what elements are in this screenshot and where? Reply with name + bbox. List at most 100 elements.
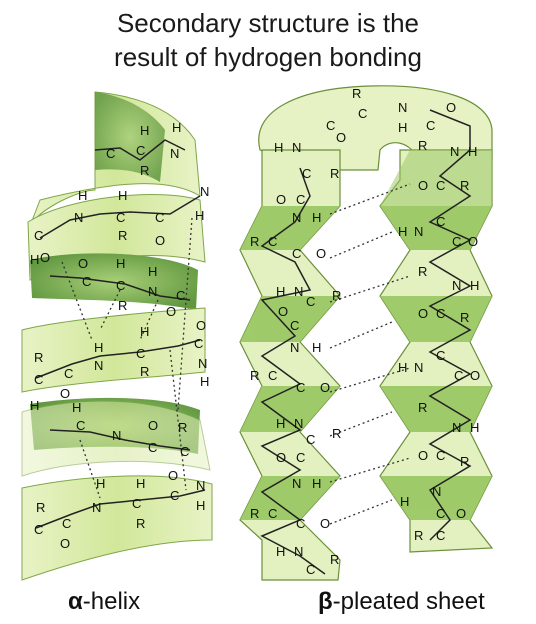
atom-label: R: [140, 364, 149, 379]
atom-label: H: [470, 278, 479, 293]
atom-label: O: [456, 506, 466, 521]
atom-label: C: [306, 562, 315, 577]
atom-label: R: [330, 552, 339, 567]
atom-label: N: [294, 284, 303, 299]
atom-label: C: [436, 178, 445, 193]
atom-label: H: [276, 544, 285, 559]
atom-label: R: [460, 178, 469, 193]
helix-backbone-6: [35, 489, 206, 529]
atom-label: O: [418, 178, 428, 193]
atom-label: C: [292, 246, 301, 261]
atom-label: C: [436, 506, 445, 521]
atom-label: O: [276, 192, 286, 207]
atom-label: H: [274, 140, 283, 155]
atom-label: N: [74, 210, 83, 225]
atom-label: H: [398, 224, 407, 239]
beta-symbol: β: [318, 588, 333, 615]
atom-label: N: [414, 360, 423, 375]
diagram-title: Secondary structure is the result of hyd…: [0, 6, 536, 74]
helix-back-2: [30, 253, 198, 310]
atom-label: C: [436, 306, 445, 321]
atom-label: H: [400, 494, 409, 509]
atom-label: O: [168, 468, 178, 483]
atom-label: H: [468, 144, 477, 159]
atom-label: C: [268, 234, 277, 249]
atom-label: H: [78, 188, 87, 203]
atom-label: H: [398, 120, 407, 135]
atom-label: N: [452, 420, 461, 435]
atom-label: C: [454, 368, 463, 383]
atom-label: R: [178, 420, 187, 435]
atom-label: C: [452, 234, 461, 249]
atom-label: H: [140, 324, 149, 339]
atom-label: O: [446, 100, 456, 115]
atom-label: N: [200, 184, 209, 199]
atom-label: H: [118, 188, 127, 203]
atom-label: R: [118, 228, 127, 243]
atom-label: H: [470, 420, 479, 435]
atom-label: C: [34, 228, 43, 243]
sheet-strand-right: [379, 149, 494, 553]
atom-label: C: [326, 118, 335, 133]
atom-label: C: [358, 106, 367, 121]
atom-label: H: [312, 340, 321, 355]
atom-label: H: [30, 398, 39, 413]
atom-label: H: [312, 476, 321, 491]
atom-label: N: [292, 476, 301, 491]
atom-label: R: [352, 86, 361, 101]
atom-label: N: [198, 356, 207, 371]
atom-label: H: [398, 360, 407, 375]
atom-label: C: [34, 372, 43, 387]
helix-backbone-2: [39, 195, 201, 239]
atom-label: H: [30, 252, 39, 267]
sheet-backbone-right: [428, 109, 472, 541]
atom-label: C: [296, 192, 305, 207]
atom-label: R: [418, 138, 427, 153]
atom-label: R: [460, 310, 469, 325]
atom-label: O: [40, 250, 50, 265]
atom-label: N: [292, 210, 301, 225]
helix-band-5: [21, 475, 213, 581]
atom-label: H: [140, 123, 149, 138]
alpha-helix-label: α-helix: [68, 588, 140, 616]
atom-label: H: [196, 498, 205, 513]
atom-label: R: [36, 500, 45, 515]
atom-label: C: [290, 318, 299, 333]
atom-label: C: [268, 368, 277, 383]
atom-label: N: [112, 428, 121, 443]
atom-label: R: [460, 454, 469, 469]
helix-back-1: [95, 92, 165, 182]
helix-band-3: [21, 307, 206, 393]
atom-label: C: [296, 380, 305, 395]
atom-label: C: [116, 278, 125, 293]
atom-label: N: [148, 284, 157, 299]
sheet-dark-panels: [240, 150, 492, 520]
sheet-strand-left: [239, 149, 341, 581]
atom-label: O: [148, 418, 158, 433]
atom-label: C: [302, 166, 311, 181]
atom-label: O: [166, 304, 176, 319]
alpha-helix: H C R H N C H N H C R C O N H C O H O C …: [21, 91, 213, 581]
atom-label: O: [470, 368, 480, 383]
atom-label: O: [418, 448, 428, 463]
atom-label: C: [132, 496, 141, 511]
title-line-2: result of hydrogen bonding: [114, 42, 422, 72]
atom-label: C: [268, 506, 277, 521]
beta-sheet-label: β-pleated sheet: [318, 588, 485, 616]
atom-label: C: [64, 366, 73, 381]
atom-label: R: [418, 400, 427, 415]
atom-label: C: [436, 528, 445, 543]
atom-label: N: [92, 500, 101, 515]
atom-label: O: [196, 318, 206, 333]
atom-label: C: [194, 336, 203, 351]
helix-backbone-4: [35, 339, 201, 379]
atom-label: N: [94, 358, 103, 373]
atom-label: N: [170, 146, 179, 161]
atom-label: H: [195, 208, 204, 223]
atom-label: R: [136, 516, 145, 531]
atom-label: O: [78, 256, 88, 271]
atom-label: C: [62, 516, 71, 531]
atom-label: C: [106, 146, 115, 161]
helix-backbone-1: [94, 139, 186, 161]
